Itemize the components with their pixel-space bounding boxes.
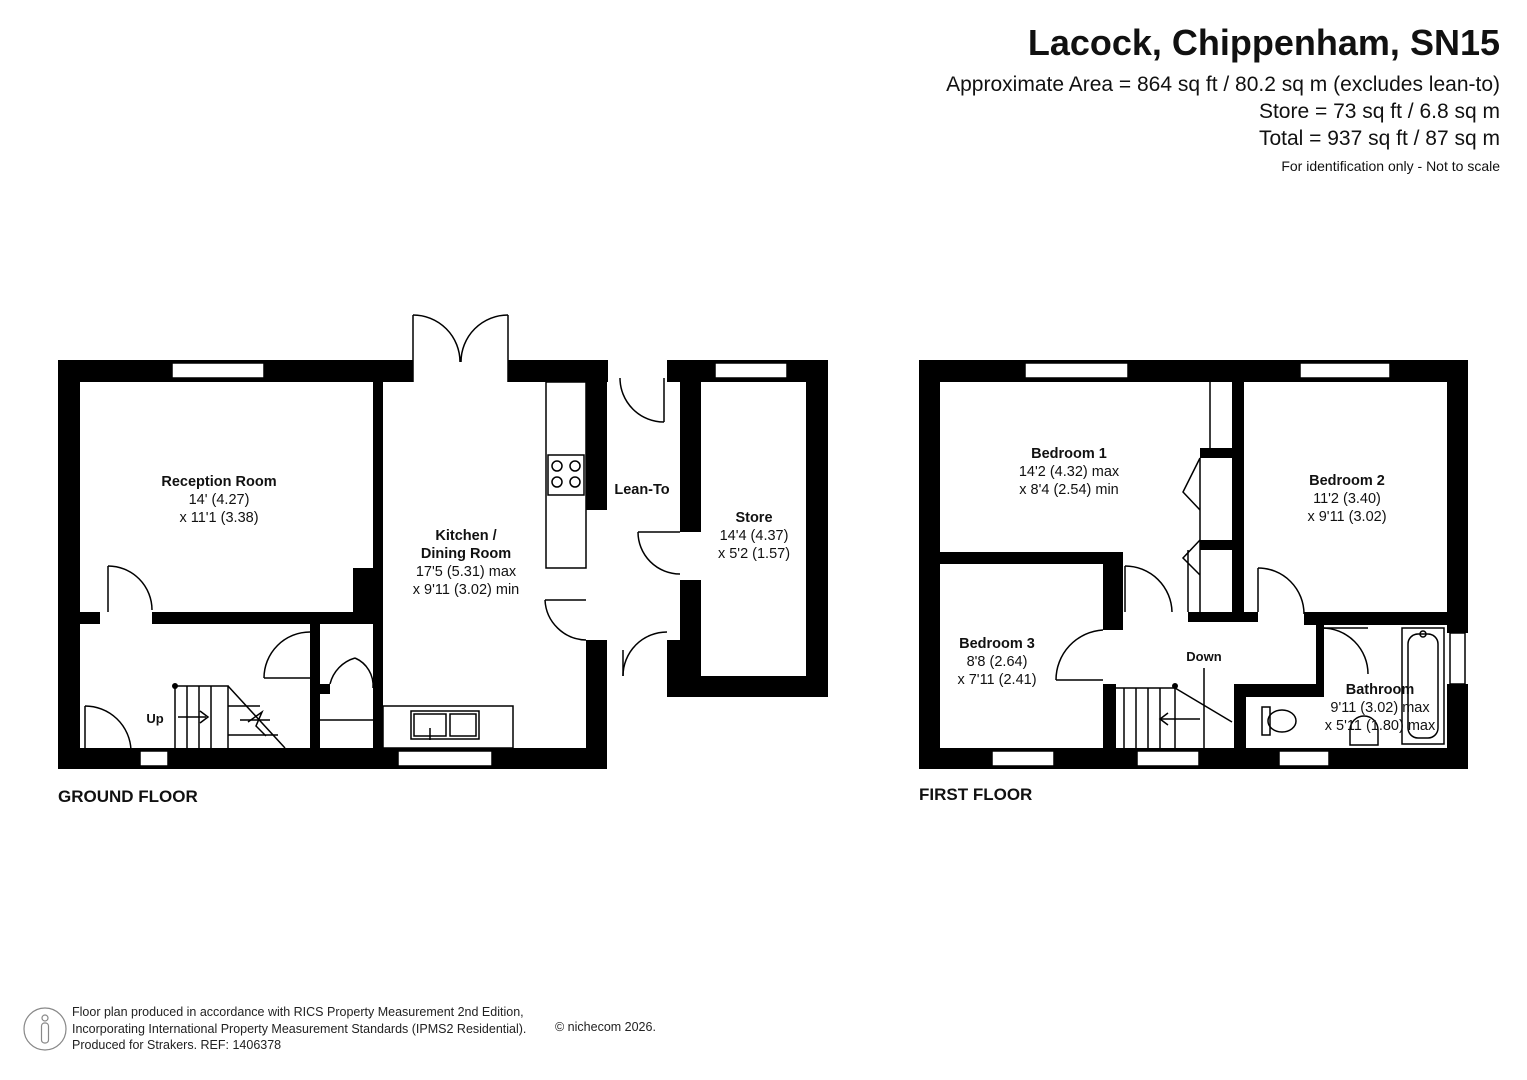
total-area-text: Total = 937 sq ft / 87 sq m <box>1258 127 1500 150</box>
person-icon <box>23 1007 67 1051</box>
footer-line2: Incorporating International Property Mea… <box>72 1021 527 1036</box>
store-name: Store <box>735 510 772 526</box>
bedroom1-dim2: x 8'4 (2.54) min <box>1019 482 1118 498</box>
reception-name: Reception Room <box>161 474 276 490</box>
store-dim2: x 5'2 (1.57) <box>718 546 790 562</box>
kitchen-dim2: x 9'11 (3.02) min <box>413 582 519 598</box>
bedroom3-dim1: 8'8 (2.64) <box>967 654 1028 670</box>
kitchen-name2: Dining Room <box>421 546 511 562</box>
bedroom1-name: Bedroom 1 <box>1031 446 1107 462</box>
bedroom2-name: Bedroom 2 <box>1309 473 1385 489</box>
ground-stairs-label: Up <box>146 711 163 726</box>
bathroom-dim1: 9'11 (3.02) max <box>1330 700 1430 716</box>
property-title: Lacock, Chippenham, SN15 <box>1027 22 1500 63</box>
first-floor-label: FIRST FLOOR <box>919 785 1032 804</box>
ground-floor-doors <box>84 314 681 751</box>
approx-area-text: Approximate Area = 864 sq ft / 80.2 sq m… <box>946 73 1500 96</box>
copyright-text: © nichecom 2026. <box>555 1020 656 1034</box>
footer-line3: Produced for Strakers. REF: 1406378 <box>72 1038 282 1052</box>
kitchen-dim1: 17'5 (5.31) max <box>416 564 517 580</box>
first-floor-windows <box>991 362 1466 767</box>
store-area-text: Store = 73 sq ft / 6.8 sq m <box>1258 100 1500 123</box>
reception-dim2: x 11'1 (3.38) <box>179 510 258 526</box>
bedroom2-dim1: 11'2 (3.40) <box>1313 491 1381 507</box>
reception-dim1: 14' (4.27) <box>189 492 250 508</box>
first-stairs-label: Down <box>1186 649 1221 664</box>
kitchen-name1: Kitchen / <box>435 528 496 544</box>
footer-notes: Floor plan produced in accordance with R… <box>72 1004 526 1054</box>
first-floor-doors <box>1055 382 1445 748</box>
bedroom3-name: Bedroom 3 <box>959 636 1035 652</box>
bathroom-name: Bathroom <box>1346 682 1414 698</box>
bedroom2-dim2: x 9'11 (3.02) <box>1307 509 1386 525</box>
footer-line1: Floor plan produced in accordance with R… <box>72 1005 524 1019</box>
ground-floor-windows <box>139 362 788 767</box>
lean-to-name: Lean-To <box>614 482 669 498</box>
store-dim1: 14'4 (4.37) <box>720 528 789 544</box>
bathroom-dim2: x 5'11 (1.80) max <box>1325 718 1436 734</box>
ground-floor-label: GROUND FLOOR <box>58 787 198 806</box>
disclaimer-text: For identification only - Not to scale <box>1281 158 1500 174</box>
bedroom3-dim2: x 7'11 (2.41) <box>957 672 1036 688</box>
bedroom1-dim1: 14'2 (4.32) max <box>1019 464 1120 480</box>
